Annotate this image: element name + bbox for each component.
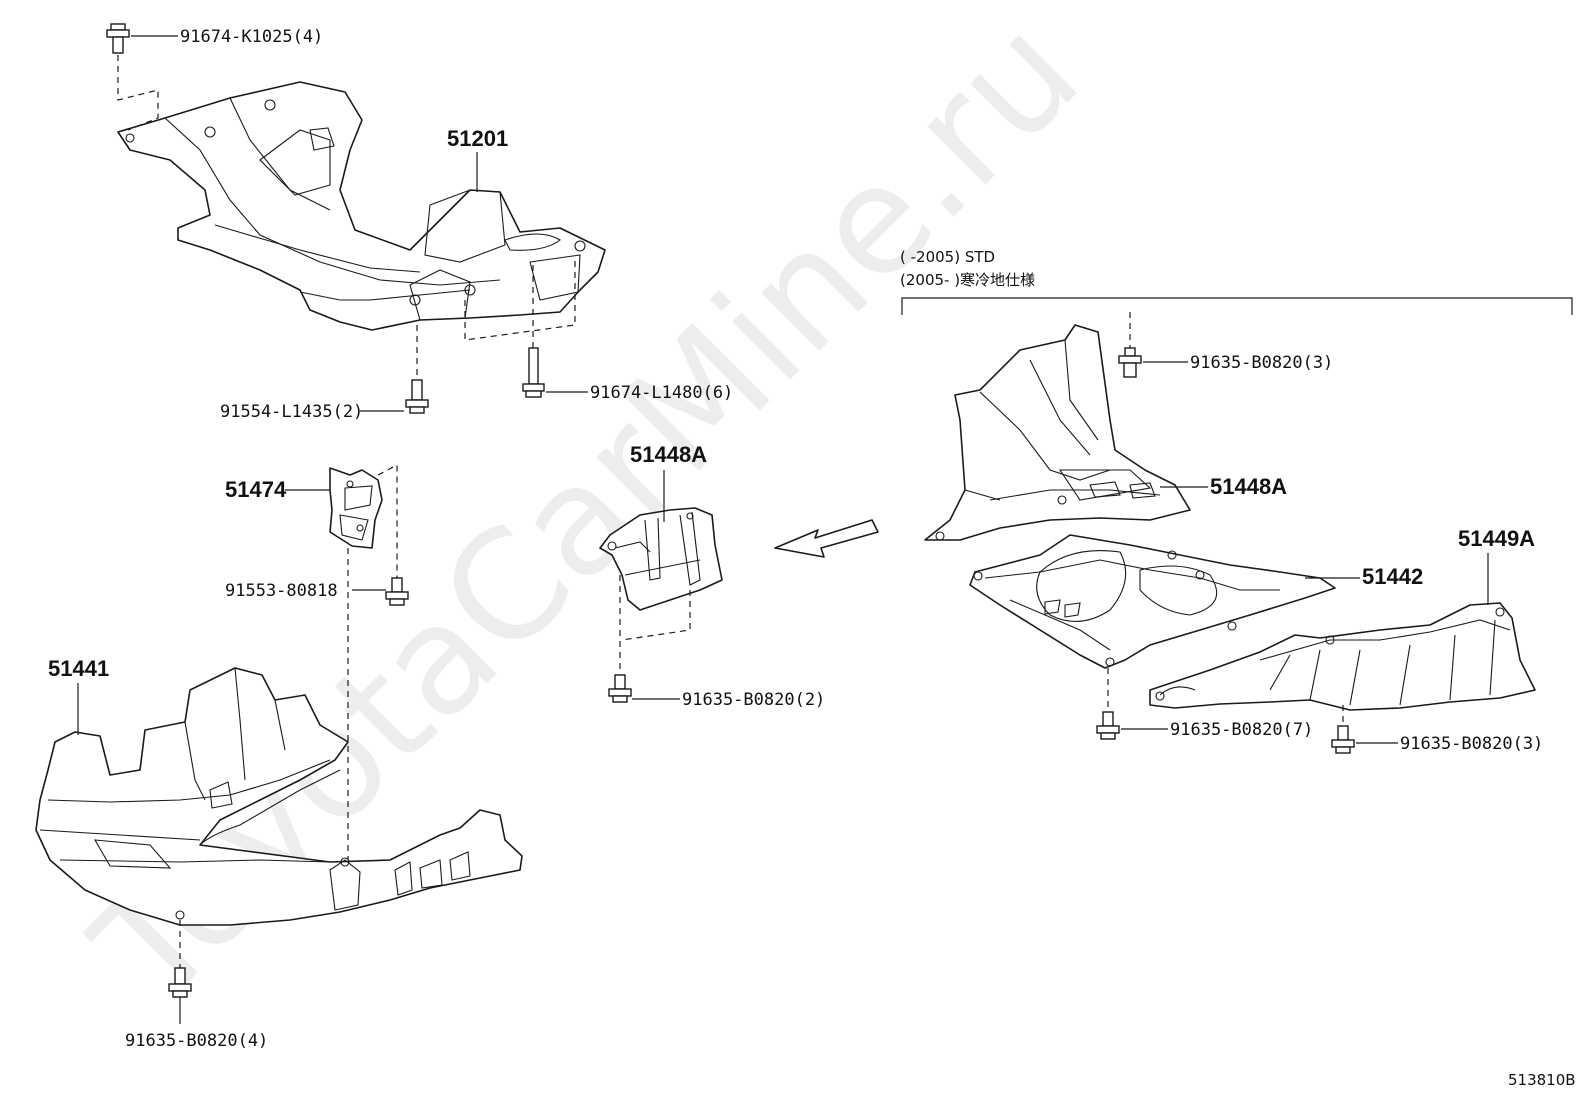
note-line-1: ( -2005) STD	[900, 248, 995, 266]
bolt-icon	[1331, 725, 1355, 754]
label-91635-b0820-7: 91635-B0820(7)	[1170, 720, 1313, 740]
crossmember-51201[interactable]	[117, 81, 606, 331]
note-line-2: (2005- )寒冷地仕様	[900, 271, 1035, 289]
bolt-icon	[608, 674, 632, 703]
side-cover-51448a-center[interactable]	[599, 507, 723, 611]
label-91635-b0820-4: 91635-B0820(4)	[125, 1031, 268, 1051]
label-91635-b0820-2: 91635-B0820(2)	[682, 690, 825, 710]
diagram-id: 513810B	[1508, 1071, 1576, 1089]
bolt-icon	[385, 577, 409, 606]
under-cover-51441[interactable]	[35, 667, 523, 926]
label-91635-b0820-3-bottom: 91635-B0820(3)	[1400, 734, 1543, 754]
engine-cover-51442[interactable]	[969, 534, 1336, 669]
label-51441: 51441	[48, 656, 109, 681]
label-51474: 51474	[225, 477, 287, 502]
bracket-51474[interactable]	[329, 467, 383, 549]
bolt-icon	[405, 379, 429, 414]
label-91635-b0820-3-top: 91635-B0820(3)	[1190, 353, 1333, 373]
bolt-icon	[1118, 347, 1142, 378]
label-91553-80818: 91553-80818	[225, 581, 338, 601]
label-51448a-center: 51448A	[630, 442, 707, 467]
dash-91635-b0820-2-b	[621, 590, 691, 641]
label-51201: 51201	[447, 126, 508, 151]
label-91674-l1480: 91674-L1480(6)	[590, 383, 733, 403]
rear-cover-51449a[interactable]	[1149, 602, 1536, 711]
bolt-icon	[168, 967, 192, 998]
side-cover-51448a-right[interactable]	[924, 324, 1191, 541]
bolt-icon	[106, 23, 130, 54]
label-91674-k1025: 91674-K1025(4)	[180, 27, 323, 47]
label-51448a-right: 51448A	[1210, 474, 1287, 499]
label-91554-l1435: 91554-L1435(2)	[220, 402, 363, 422]
label-51442: 51442	[1362, 564, 1423, 589]
dash-91553-80818	[377, 464, 398, 578]
note-bracket	[901, 297, 1573, 315]
label-51449a: 51449A	[1458, 526, 1535, 551]
dash-91674-k1025	[117, 55, 159, 131]
direction-arrow-icon	[774, 519, 879, 558]
bolt-icon	[522, 347, 545, 398]
bolt-icon	[1096, 711, 1120, 740]
